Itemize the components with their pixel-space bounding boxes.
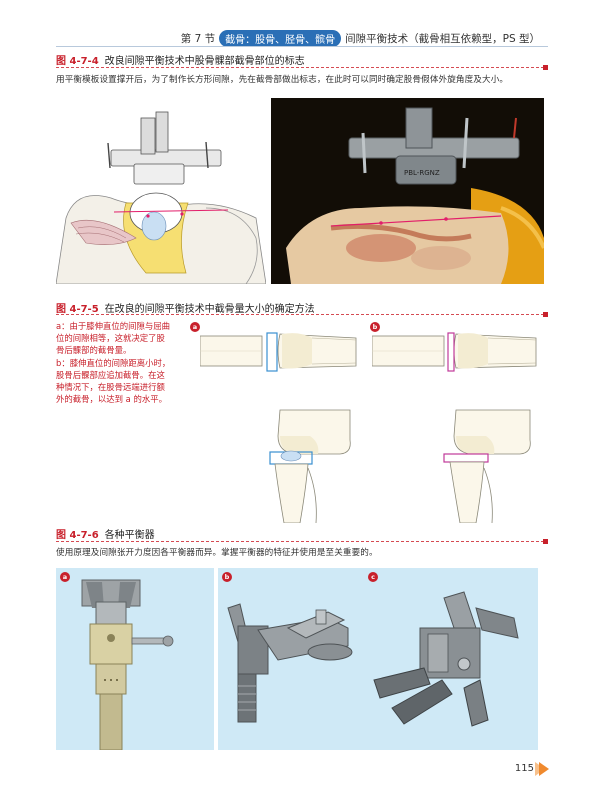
instrument-engraving: PBL-RGNZ xyxy=(404,169,440,177)
note-line: 外的截骨，以达到 a 的水平。 xyxy=(56,394,167,405)
note-line: b：膝伸直位的间隙距离小时， xyxy=(56,357,171,368)
section-highlight: 截骨：股骨、胫骨、髌骨 xyxy=(219,30,342,47)
section-topic: 间隙平衡技术（截骨相互依赖型，PS 型） xyxy=(345,33,540,45)
note-line: 股骨后髁部应追加截骨。在这 xyxy=(56,369,165,380)
extension-gap-box-a xyxy=(266,332,278,372)
panel-label-b: b xyxy=(222,572,232,582)
note-line: 种情况下，在股骨远端进行额 xyxy=(56,382,165,393)
gap-diagram-b xyxy=(372,332,537,523)
figure-heading-1: 图 4-7-4 改良间隙平衡技术中股骨髁部截骨部位的标志 xyxy=(56,52,305,67)
figure-rule xyxy=(56,65,548,70)
figure-heading-2: 图 4-7-5 在改良的间隙平衡技术中截骨量大小的确定方法 xyxy=(56,300,315,315)
section-number: 第 7 节 xyxy=(180,33,216,45)
page-number: 115 xyxy=(514,763,534,774)
panel-label-a: a xyxy=(60,572,70,582)
figure-rule xyxy=(56,539,548,544)
extension-gap-box-b xyxy=(447,332,455,372)
balancer-photo-a xyxy=(56,568,214,750)
panel-label-c: c xyxy=(368,572,378,582)
note-line: 骨后髁部的截骨量。 xyxy=(56,345,132,356)
gap-diagram-a xyxy=(200,332,357,523)
figure-number: 图 4-7-6 xyxy=(56,530,99,541)
flexion-gap-box-b xyxy=(443,453,489,463)
running-header: 第 7 节 截骨：股骨、胫骨、髌骨 间隙平衡技术（截骨相互依赖型，PS 型） xyxy=(181,30,540,47)
figure-title: 各种平衡器 xyxy=(104,530,155,541)
panel-label-b: b xyxy=(370,322,380,332)
figure-rule xyxy=(56,312,548,317)
balancer-photo-b xyxy=(218,568,376,750)
page-arrow-icon xyxy=(539,762,549,776)
note-line: a：由于膝伸直位的间隙与屈曲 xyxy=(56,321,171,331)
figure-caption: 用平衡模板设置撑开后，为了制作长方形间隙，先在截骨部做出标志，在此时可以同时确定… xyxy=(56,75,509,85)
knee-spreader-illustration xyxy=(56,98,266,284)
figure-number: 图 4-7-4 xyxy=(56,56,99,67)
figure-heading-3: 图 4-7-6 各种平衡器 xyxy=(56,526,155,541)
figure-caption: 使用原理及间隙张开力度因各平衡器而异。掌握平衡器的特征并使用是至关重要的。 xyxy=(56,548,378,558)
intraoperative-photo: PBL-RGNZ xyxy=(271,98,544,284)
figure-title: 改良间隙平衡技术中股骨髁部截骨部位的标志 xyxy=(104,56,305,67)
figure-number: 图 4-7-5 xyxy=(56,304,99,315)
note-line: 位的间隙相等，这就决定了股 xyxy=(56,333,165,344)
header-divider xyxy=(56,46,548,47)
panel-label-a: a xyxy=(190,322,200,332)
balancer-photo-c xyxy=(364,568,538,750)
figure-title: 在改良的间隙平衡技术中截骨量大小的确定方法 xyxy=(104,304,315,315)
explanatory-note: a：由于膝伸直位的间隙与屈曲 位的间隙相等，这就决定了股 骨后髁部的截骨量。 b… xyxy=(56,320,186,405)
